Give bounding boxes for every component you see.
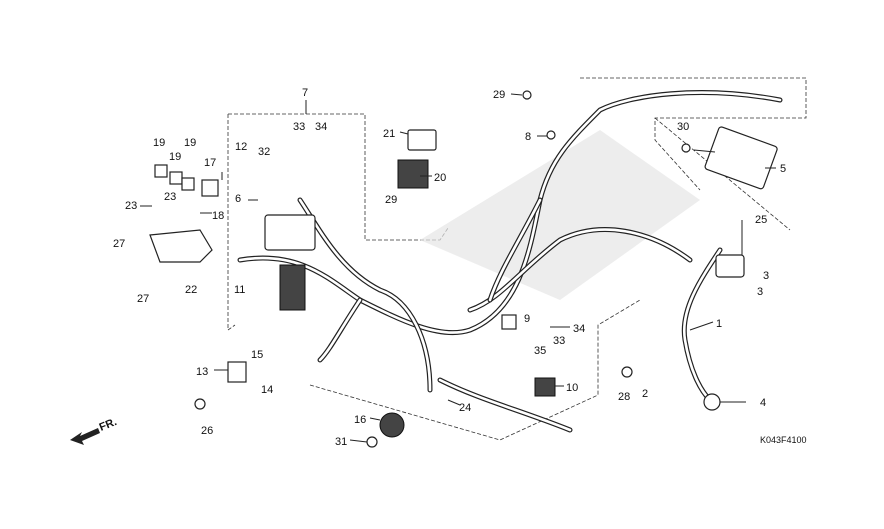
callout-label: 29 (493, 89, 505, 101)
ecu-5 (704, 126, 778, 190)
callout-label: 35 (534, 345, 546, 357)
bolt-30 (681, 143, 691, 153)
callout-label: 24 (459, 402, 471, 414)
callout-label: 29 (385, 194, 397, 206)
relay-17 (201, 179, 219, 197)
callout-label: 19 (184, 137, 196, 149)
bolt-29 (522, 90, 532, 100)
callout-label: 13 (196, 366, 208, 378)
callout-label: 21 (383, 128, 395, 140)
callout-label: 20 (434, 172, 446, 184)
direction-label: FR. (98, 416, 119, 434)
main-harness (237, 90, 783, 433)
relay-19c (181, 177, 195, 191)
callout-label: 19 (169, 151, 181, 163)
callout-label: 17 (204, 157, 216, 169)
horn-16 (379, 412, 405, 438)
watermark-area (420, 130, 700, 300)
bolt-31 (366, 436, 378, 448)
callout-labels: 7 33 34 12 32 19 19 19 17 6 23 23 18 27 … (113, 87, 786, 448)
bolt-28 (621, 366, 633, 378)
unit-21 (407, 129, 437, 151)
leader-lines (140, 93, 776, 443)
callout-label: 16 (354, 414, 366, 426)
callout-label: 8 (525, 131, 531, 143)
callout-label: 1 (716, 318, 722, 330)
switch-13 (227, 361, 247, 383)
callout-label: 12 (235, 141, 247, 153)
callout-label: 5 (780, 163, 786, 175)
unit-20 (397, 159, 429, 189)
callout-label: 6 (235, 193, 241, 205)
diagram-code: K043F4100 (760, 435, 807, 445)
callout-label: 18 (212, 210, 224, 222)
callout-label: 3 (757, 286, 763, 298)
callout-label: 27 (137, 293, 149, 305)
callout-label: 32 (258, 146, 270, 158)
callout-label: 10 (566, 382, 578, 394)
fuse-box (264, 214, 316, 251)
callout-label: 3 (763, 270, 769, 282)
callout-label: 15 (251, 349, 263, 361)
callout-label: 11 (234, 284, 245, 296)
bolt-26 (194, 398, 206, 410)
relay-19b (169, 171, 183, 185)
callout-label: 23 (125, 200, 137, 212)
relay-19a (154, 164, 168, 178)
callout-label: 23 (164, 191, 176, 203)
callout-label: 28 (618, 391, 630, 403)
callout-label: 31 (335, 436, 347, 448)
callout-label: 19 (153, 137, 165, 149)
coil-25 (715, 254, 745, 278)
callout-label: 2 (642, 388, 648, 400)
callout-label: 33 (293, 121, 305, 133)
bolt-8 (546, 130, 556, 140)
sensor-4 (703, 393, 721, 411)
callout-label: 34 (315, 121, 327, 133)
callout-label: 27 (113, 238, 125, 250)
callout-label: 9 (524, 313, 530, 325)
callout-label: 34 (573, 323, 585, 335)
callout-label: 25 (755, 214, 767, 226)
callout-label: 7 (302, 87, 308, 99)
sensor-10 (534, 377, 556, 397)
part-9 (501, 314, 517, 330)
callout-label: 22 (185, 284, 197, 296)
callout-label: 33 (553, 335, 565, 347)
callout-label: 4 (760, 397, 766, 409)
relay-bracket-22 (149, 229, 213, 263)
callout-label: 14 (261, 384, 273, 396)
front-direction-arrow: FR. (70, 416, 119, 445)
group-box-harness (309, 77, 807, 441)
regulator (279, 264, 306, 311)
callout-label: 30 (677, 121, 689, 133)
callout-label: 26 (201, 425, 213, 437)
